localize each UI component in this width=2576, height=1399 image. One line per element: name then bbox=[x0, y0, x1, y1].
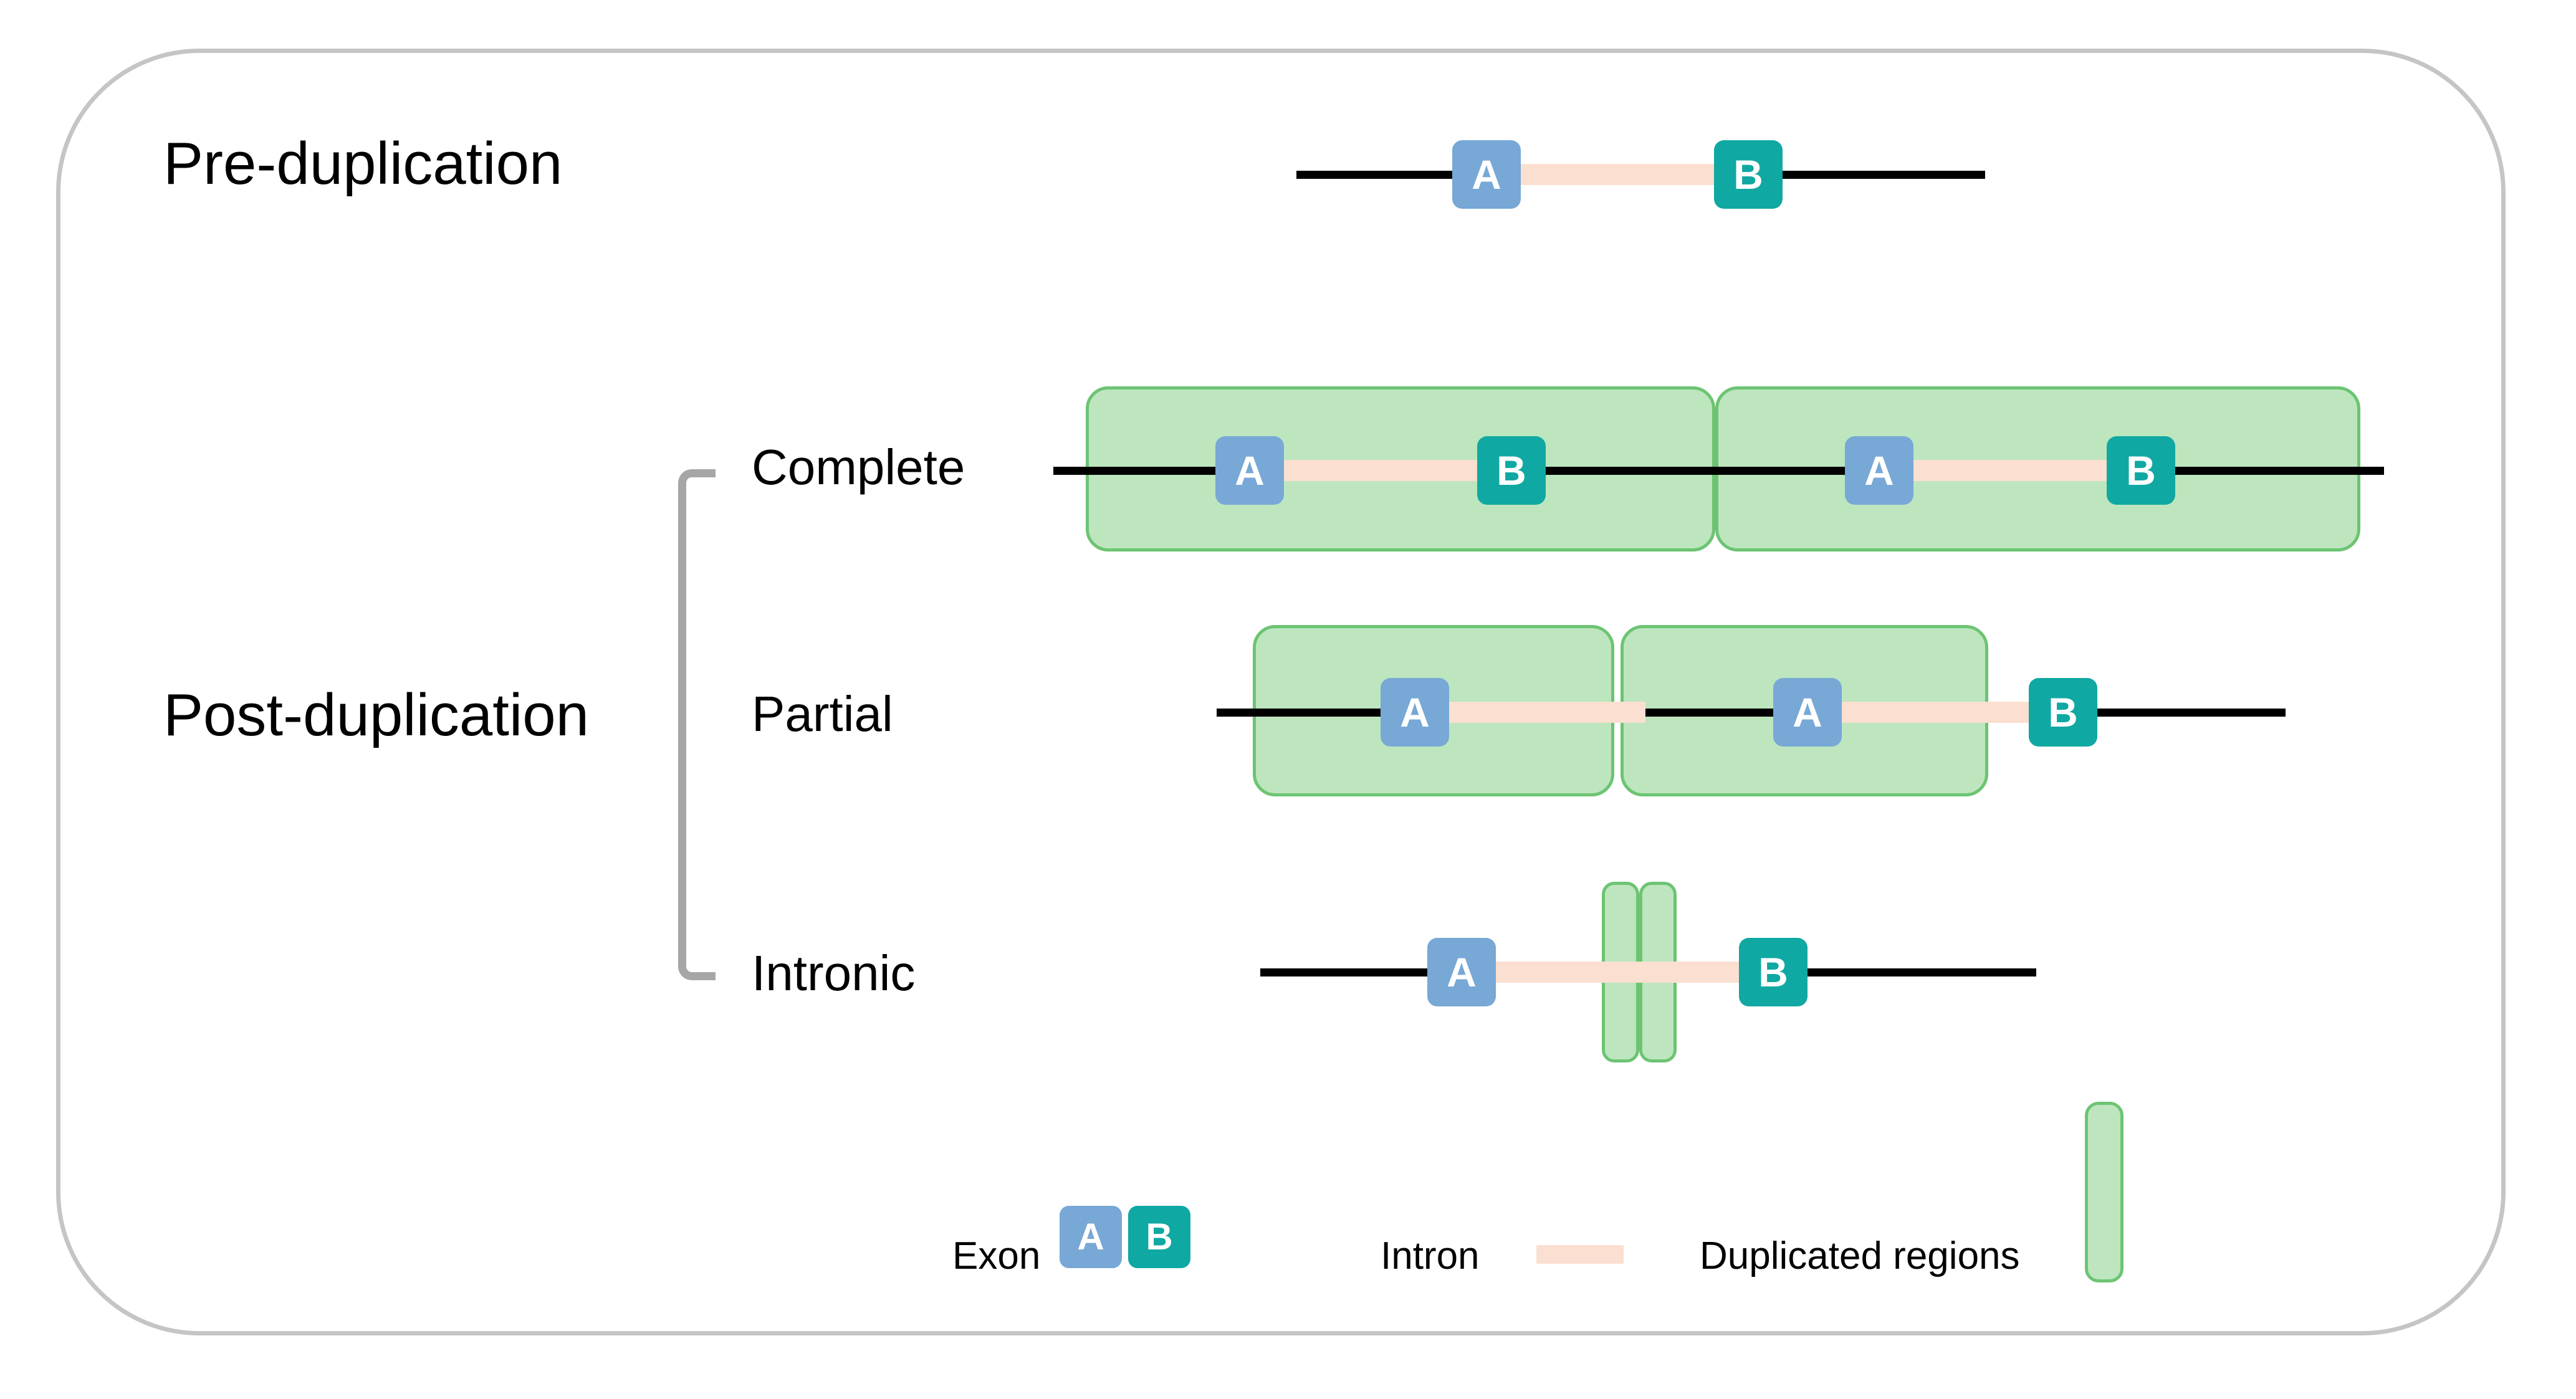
intron-segment bbox=[1284, 460, 1483, 481]
exon-b-box: B bbox=[1477, 436, 1546, 505]
intron-segment bbox=[1842, 702, 2041, 723]
legend-swatch-intron bbox=[1536, 1245, 1624, 1264]
exon-b-box: B bbox=[2107, 436, 2175, 505]
legend-swatch-exon-a: A bbox=[1060, 1206, 1122, 1268]
exon-a-box: A bbox=[1773, 678, 1842, 747]
intron-segment bbox=[1913, 460, 2113, 481]
backbone-line bbox=[1217, 709, 2286, 717]
legend-label-duplicated-regions: Duplicated regions bbox=[1700, 1234, 2020, 1277]
exon-b-box: B bbox=[1739, 938, 1808, 1006]
exon-a-box: A bbox=[1381, 678, 1449, 747]
legend-swatch-duplicated-regions bbox=[2085, 1102, 2124, 1282]
exon-b-box: B bbox=[2029, 678, 2097, 747]
exon-a-box: A bbox=[1215, 436, 1284, 505]
row-label-partial: Partial bbox=[752, 686, 893, 742]
section-label-post-duplication: Post-duplication bbox=[163, 682, 590, 748]
section-label-pre-duplication: Pre-duplication bbox=[163, 130, 563, 197]
intron-segment bbox=[1490, 962, 1758, 983]
row-label-complete: Complete bbox=[752, 439, 965, 495]
exon-b-box: B bbox=[1714, 140, 1783, 209]
legend-label-exon: Exon bbox=[952, 1234, 1041, 1277]
intron-segment bbox=[1446, 702, 1645, 723]
legend-swatch-exon-b: B bbox=[1128, 1206, 1190, 1268]
exon-a-box: A bbox=[1845, 436, 1913, 505]
legend-label-intron: Intron bbox=[1381, 1234, 1480, 1277]
diagram-frame bbox=[56, 49, 2506, 1335]
post-duplication-bracket bbox=[678, 469, 716, 980]
exon-a-box: A bbox=[1427, 938, 1496, 1006]
row-label-intronic: Intronic bbox=[752, 945, 916, 1001]
intron-segment bbox=[1521, 164, 1720, 185]
exon-a-box: A bbox=[1452, 140, 1521, 209]
